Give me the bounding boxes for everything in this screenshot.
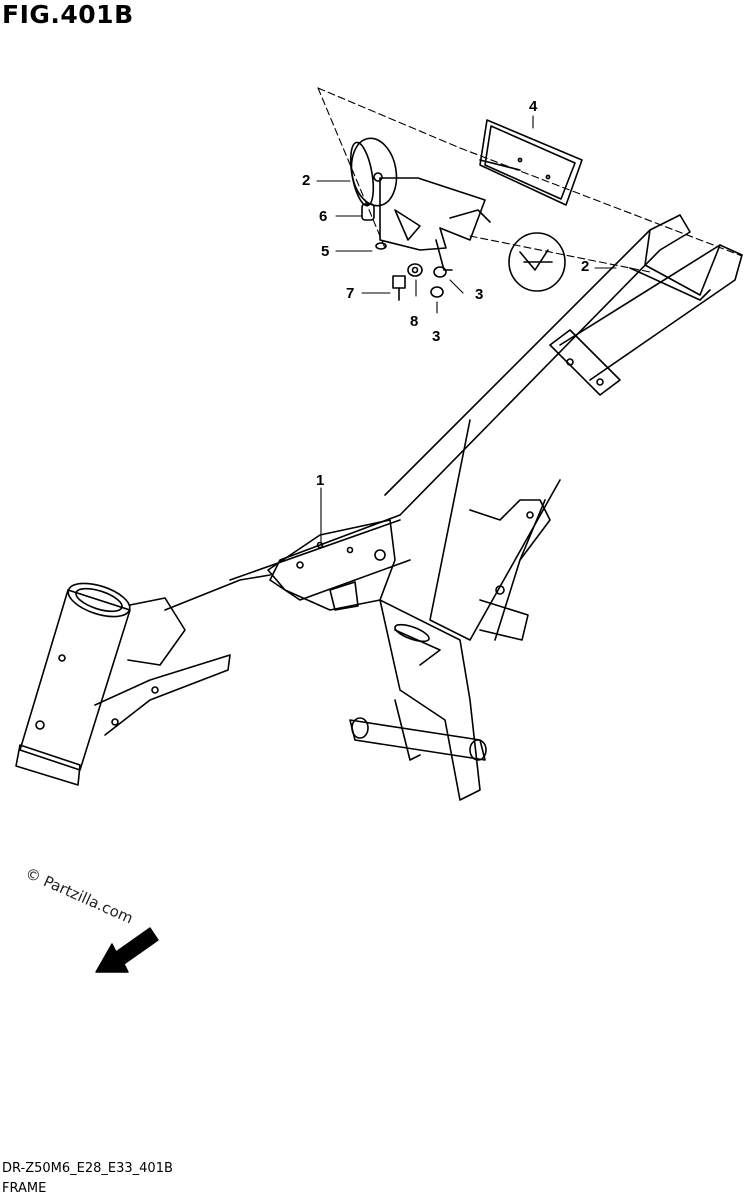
- license-bracket: [379, 159, 521, 271]
- fasteners: [361, 203, 447, 301]
- reflector-right-part-2: [508, 232, 566, 292]
- callout-1: 1: [316, 472, 325, 489]
- reflector-left-part-2: [349, 137, 398, 207]
- callout-2-right: 2: [581, 258, 590, 275]
- callout-6: 6: [319, 208, 328, 225]
- callout-5: 5: [321, 243, 330, 260]
- section-name: FRAME: [2, 1181, 47, 1196]
- model-code: DR-Z50M6_E28_E33_401B: [2, 1161, 173, 1176]
- fwd-arrow-icon: [95, 927, 159, 973]
- callout-3-lower: 3: [432, 328, 441, 345]
- callout-7: 7: [346, 285, 355, 302]
- license-plate-part-4: [479, 119, 583, 206]
- callout-3-upper: 3: [475, 286, 484, 303]
- figure-title: FIG.401B: [2, 0, 134, 29]
- callout-leaders: [316, 115, 617, 546]
- callout-8: 8: [410, 313, 419, 330]
- callout-4: 4: [529, 98, 538, 115]
- callout-2-left: 2: [302, 172, 311, 189]
- main-frame-part-1: [15, 214, 743, 801]
